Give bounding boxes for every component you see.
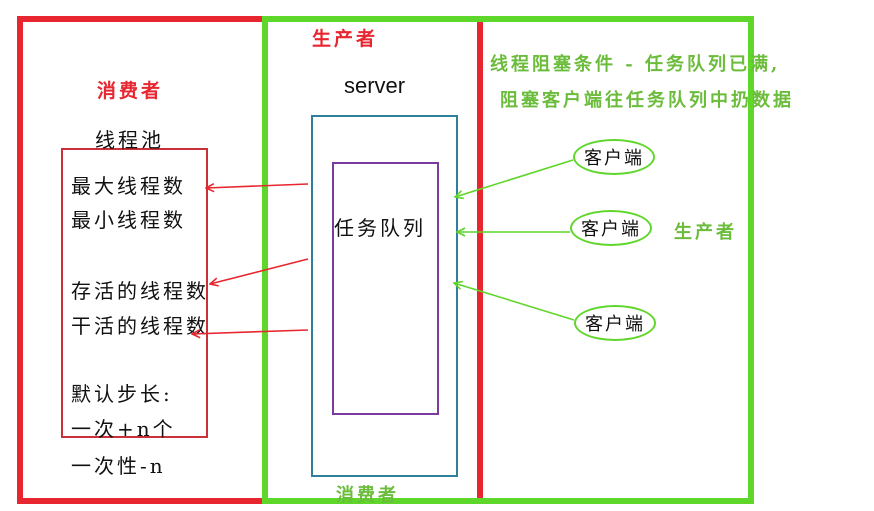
consumer-frame: [17, 16, 483, 504]
client-1: 客户端: [573, 139, 655, 175]
pool-item-alive-threads: 存活的线程数: [71, 279, 209, 303]
pool-item-add-n: 一次+n个: [71, 417, 176, 441]
pool-item-min-threads: 最小线程数: [71, 208, 186, 232]
block-condition-line2: 阻塞客户端往任务队列中扔数据: [500, 90, 794, 111]
server-label: server: [344, 73, 406, 98]
consumer-label: 消费者: [97, 80, 164, 102]
client-2: 客户端: [570, 210, 652, 246]
pool-item-busy-threads: 干活的线程数: [71, 314, 209, 338]
consumer-bottom-label: 消费者: [336, 485, 399, 506]
task-queue-label: 任务队列: [334, 216, 426, 240]
block-condition-line1: 线程阻塞条件 - 任务队列已满,: [490, 54, 781, 75]
thread-pool-label: 线程池: [95, 128, 164, 152]
task-queue-box: [332, 162, 439, 415]
client-3: 客户端: [574, 305, 656, 341]
thread-pool-box: [61, 148, 208, 438]
pool-item-default-step: 默认步长:: [71, 382, 173, 406]
producer-right-label: 生产者: [674, 222, 737, 243]
pool-item-max-threads: 最大线程数: [71, 174, 186, 198]
producer-top-label: 生产者: [312, 28, 379, 50]
pool-item-remove-n: 一次性-n: [71, 454, 166, 478]
